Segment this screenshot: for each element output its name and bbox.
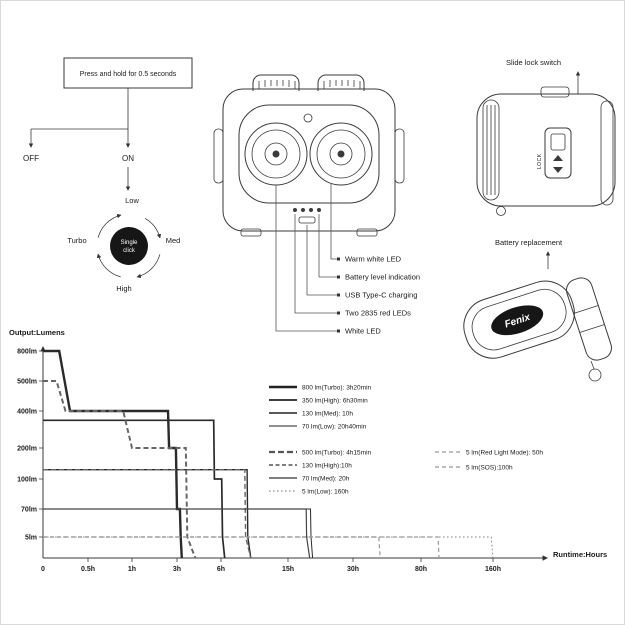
- callout-warm-white-led: Warm white LED: [345, 255, 402, 264]
- headlamp-front-view: [213, 74, 405, 237]
- series-high-350: [43, 419, 226, 559]
- x-ticks: 0 0.5h 1h 3h 6h 15h 30h 80h 160h: [41, 558, 501, 573]
- slide-lock-title: Slide lock switch: [506, 58, 561, 67]
- x-tick-160h: 160h: [485, 566, 501, 573]
- series-low-5: [43, 536, 494, 559]
- battery-clip: [566, 277, 612, 361]
- mode-high-label: High: [116, 284, 131, 293]
- single-click-label-2: click: [123, 248, 136, 254]
- legend-med-70: 70 lm(Med): 20h: [302, 476, 350, 483]
- brand-badge: [491, 305, 544, 336]
- x-tick-6h: 6h: [217, 566, 225, 573]
- legend-red-5: 5 lm(Red Light Mode): 50h: [466, 450, 543, 457]
- instruction-label: Press and hold for 0.5 seconds: [80, 71, 177, 78]
- mode-turbo-label: Turbo: [67, 236, 86, 245]
- legend-turbo-800: 800 lm(Turbo): 3h20min: [302, 385, 372, 392]
- legend-high-350: 350 lm(High): 6h30min: [302, 398, 368, 405]
- x-axis-title: Runtime:Hours: [553, 550, 607, 559]
- runtime-chart: Output:Lumens Runtime:Hours 800lm 500lm …: [9, 328, 607, 573]
- lanyard-loop-icon: [496, 206, 506, 216]
- chart-series: [43, 349, 494, 559]
- y-tick-5: 5lm: [25, 535, 37, 542]
- foot-right: [356, 228, 378, 237]
- lock-switch-icon: [544, 127, 572, 179]
- lock-label: LOCK: [537, 153, 543, 169]
- series-med-130: [43, 469, 252, 559]
- slide-lock-view: Slide lock switch LOCK: [476, 58, 616, 216]
- strap-knob-icon: [588, 368, 602, 382]
- strap-mount-left: [252, 74, 300, 91]
- callout-battery-level: Battery level indication: [345, 273, 420, 282]
- y-tick-800: 800lm: [17, 349, 37, 356]
- cycle-arrow-med-high: [136, 254, 161, 279]
- chart-legend-left: 800 lm(Turbo): 3h20min 350 lm(High): 6h3…: [269, 385, 372, 496]
- side-body: [476, 93, 616, 207]
- series-med-70: [43, 508, 311, 559]
- series-turbo-800: [43, 349, 183, 559]
- legend-high-130: 130 lm(High):10h: [302, 463, 352, 470]
- battery-replacement-view: Battery replacement Fenix: [463, 238, 612, 382]
- on-label: ON: [122, 154, 134, 163]
- legend-low-70: 70 lm(Low): 20h40min: [302, 424, 367, 431]
- series-sos-5: [43, 536, 440, 559]
- y-tick-400: 400lm: [17, 409, 37, 416]
- y-tick-500: 500lm: [17, 379, 37, 386]
- strap-slot-left: [213, 128, 224, 184]
- y-tick-100: 100lm: [17, 477, 37, 484]
- legend-turbo-500: 500 lm(Turbo): 4h15min: [302, 450, 372, 457]
- strap-slot-right: [394, 128, 405, 184]
- callout-red-leds: Two 2835 red LEDs: [345, 309, 411, 318]
- y-axis-title: Output:Lumens: [9, 328, 65, 337]
- strap-mount-right: [317, 74, 365, 91]
- battery-replacement-title: Battery replacement: [495, 238, 563, 247]
- top-button-icon: [540, 86, 570, 98]
- x-tick-3h: 3h: [173, 566, 181, 573]
- lens-panel: [238, 104, 380, 204]
- front-view-callouts: Warm white LED Battery level indication …: [345, 255, 420, 336]
- off-label: OFF: [23, 154, 39, 163]
- side-strap-bracket: [600, 100, 614, 206]
- x-tick-80h: 80h: [415, 566, 427, 573]
- callout-white-led: White LED: [345, 327, 381, 336]
- x-tick-0: 0: [41, 566, 45, 573]
- side-lens-bezel: [482, 99, 500, 201]
- warm-white-led-lens-icon: [309, 122, 373, 186]
- cycle-arrow-turbo-low: [97, 213, 122, 238]
- legend-med-130: 130 lm(Med): 10h: [302, 411, 353, 418]
- chart-legend-right: 5 lm(Red Light Mode): 50h 5 lm(SOS):100h: [435, 450, 543, 472]
- y-tick-200: 200lm: [17, 446, 37, 453]
- headband-band: Fenix: [463, 280, 575, 359]
- x-tick-1h: 1h: [128, 566, 136, 573]
- front-view-callout-lines: [275, 183, 340, 333]
- legend-sos-5: 5 lm(SOS):100h: [466, 465, 513, 472]
- mode-low-label: Low: [125, 196, 139, 205]
- mode-flowchart: Press and hold for 0.5 seconds OFF ON Lo…: [23, 57, 193, 293]
- y-tick-70: 70lm: [21, 507, 37, 514]
- sensor-dot-icon: [303, 113, 313, 123]
- series-red-5: [43, 536, 381, 559]
- x-tick-30h: 30h: [347, 566, 359, 573]
- y-ticks: 800lm 500lm 400lm 200lm 100lm 70lm 5lm: [17, 349, 43, 542]
- foot-left: [240, 228, 262, 237]
- callout-usb-type-c: USB Type-C charging: [345, 291, 417, 300]
- single-click-button-icon: [110, 227, 148, 265]
- usb-port-icon: [298, 216, 316, 224]
- series-low-70: [43, 508, 314, 559]
- single-click-label-1: Single: [121, 240, 138, 246]
- lamp-body: [222, 88, 396, 232]
- x-tick-15h: 15h: [282, 566, 294, 573]
- legend-low-5: 5 lm(Low): 160h: [302, 489, 349, 496]
- series-turbo-500: [43, 380, 197, 559]
- series-high-130: [43, 469, 252, 559]
- cycle-arrow-high-turbo: [96, 253, 121, 278]
- cycle-arrow-low-med: [144, 217, 162, 239]
- mode-med-label: Med: [166, 236, 181, 245]
- red-led-indicators-icon: [293, 208, 321, 212]
- x-tick-05h: 0.5h: [81, 566, 95, 573]
